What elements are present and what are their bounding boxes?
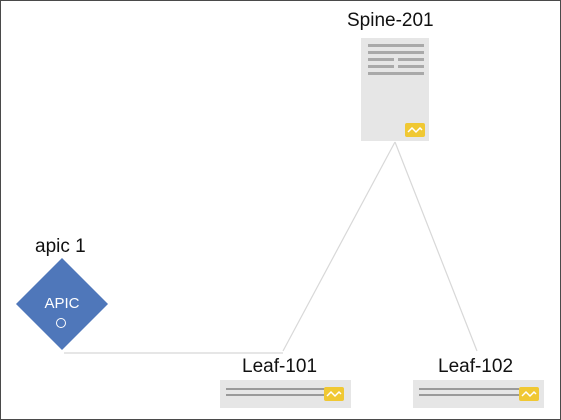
spine-port-lines <box>368 44 424 79</box>
spine-201-switch[interactable] <box>361 38 429 141</box>
status-wave-icon <box>405 123 425 137</box>
status-wave-icon <box>519 387 539 401</box>
leaf-101-port-line <box>226 394 326 396</box>
apic-controller-icon[interactable] <box>14 256 110 352</box>
leaf-101-label: Leaf-101 <box>242 356 318 377</box>
apic-badge-text: APIC <box>44 295 80 312</box>
leaf-102-switch[interactable] <box>413 380 544 408</box>
apic-label: apic 1 <box>35 236 86 257</box>
link-spine-leaf101 <box>282 141 396 352</box>
spine-label: Spine-201 <box>347 10 434 31</box>
status-wave-icon <box>324 387 344 401</box>
leaf-101-switch[interactable] <box>220 380 351 408</box>
link-spine-leaf102 <box>394 141 478 352</box>
leaf-101-port-line <box>226 388 326 390</box>
leaf-102-label: Leaf-102 <box>438 356 514 377</box>
leaf-102-port-line <box>419 394 519 396</box>
leaf-102-port-line <box>419 388 519 390</box>
apic-status-circle-icon <box>56 318 66 328</box>
